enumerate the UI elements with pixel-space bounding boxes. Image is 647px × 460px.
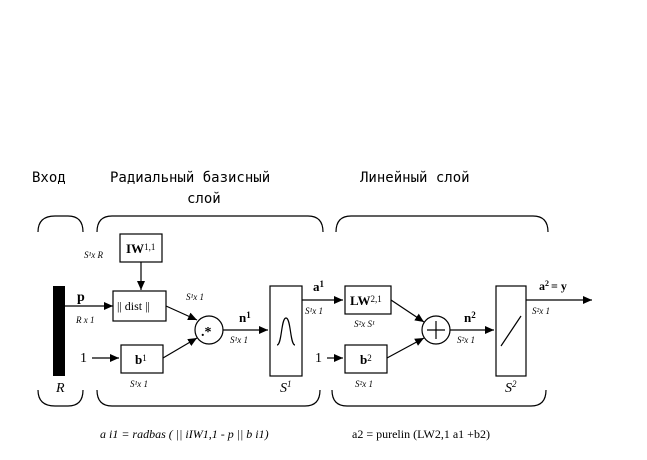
b1-label: b1: [135, 352, 147, 367]
dist-label: || dist ||: [117, 299, 150, 313]
signal-a1: a1: [313, 279, 325, 294]
iw-label: IW1,1: [126, 241, 155, 256]
lw-label: LW2,1: [350, 293, 382, 308]
input-vector-bar: [53, 286, 65, 376]
dim-p: R x 1: [75, 315, 95, 325]
s2-label: S2: [505, 379, 517, 396]
dim-b1: S¹x 1: [130, 379, 148, 389]
heading-radial-line2: слой: [187, 191, 221, 207]
heading-input: Вход: [32, 170, 66, 186]
signal-one-radial: 1: [80, 351, 87, 366]
signal-output: a2= y: [539, 279, 567, 293]
radbas-transfer-box: [269, 285, 303, 377]
signal-p: p: [77, 290, 85, 305]
signal-one-linear: 1: [315, 351, 322, 366]
b2-bias-box: [344, 344, 388, 374]
dim-iw: S¹x R: [84, 250, 103, 260]
formula-radial: a i1 = radbas ( || iIW1,1 - p || b i1): [100, 427, 269, 441]
s1-label: S1: [280, 379, 292, 396]
dim-b2: S²x 1: [355, 379, 373, 389]
arrow-b1-to-mult: [162, 337, 198, 359]
arrow-lw-to-sum: [390, 299, 425, 323]
brace-top-radial: [96, 215, 324, 233]
brace-bottom-linear: [331, 389, 547, 407]
dim-lw: S²x S¹: [354, 319, 375, 329]
dim-n2: S²x 1: [457, 335, 475, 345]
b1-bias-box: [120, 344, 164, 374]
heading-radial-line1: Радиальный базисный: [110, 170, 270, 186]
b2-label: b2: [360, 352, 372, 367]
brace-top-linear: [335, 215, 549, 233]
iw-weight-box: [119, 233, 163, 263]
brace-bottom-input: [37, 389, 84, 407]
brace-bottom-radial: [96, 389, 321, 407]
input-r-label: R: [55, 381, 65, 396]
brace-top-input: [37, 215, 84, 233]
dim-dist: S¹x 1: [186, 292, 204, 302]
dim-a1: S¹x 1: [305, 306, 323, 316]
linear-transfer-icon: [500, 315, 522, 347]
radbas-curve-icon: [276, 317, 296, 346]
signal-n1: n1: [239, 310, 251, 325]
formula-linear: a2 = purelin (LW2,1 a1 +b2): [352, 427, 490, 441]
arrow-dist-to-mult: [165, 305, 198, 321]
signal-n2: n2: [464, 310, 476, 325]
arrow-b2-to-sum: [386, 337, 425, 359]
dim-n1: S¹x 1: [230, 335, 248, 345]
heading-linear: Линейный слой: [360, 170, 470, 186]
dim-output: S²x 1: [532, 306, 550, 316]
mult-label: .*: [201, 325, 212, 340]
